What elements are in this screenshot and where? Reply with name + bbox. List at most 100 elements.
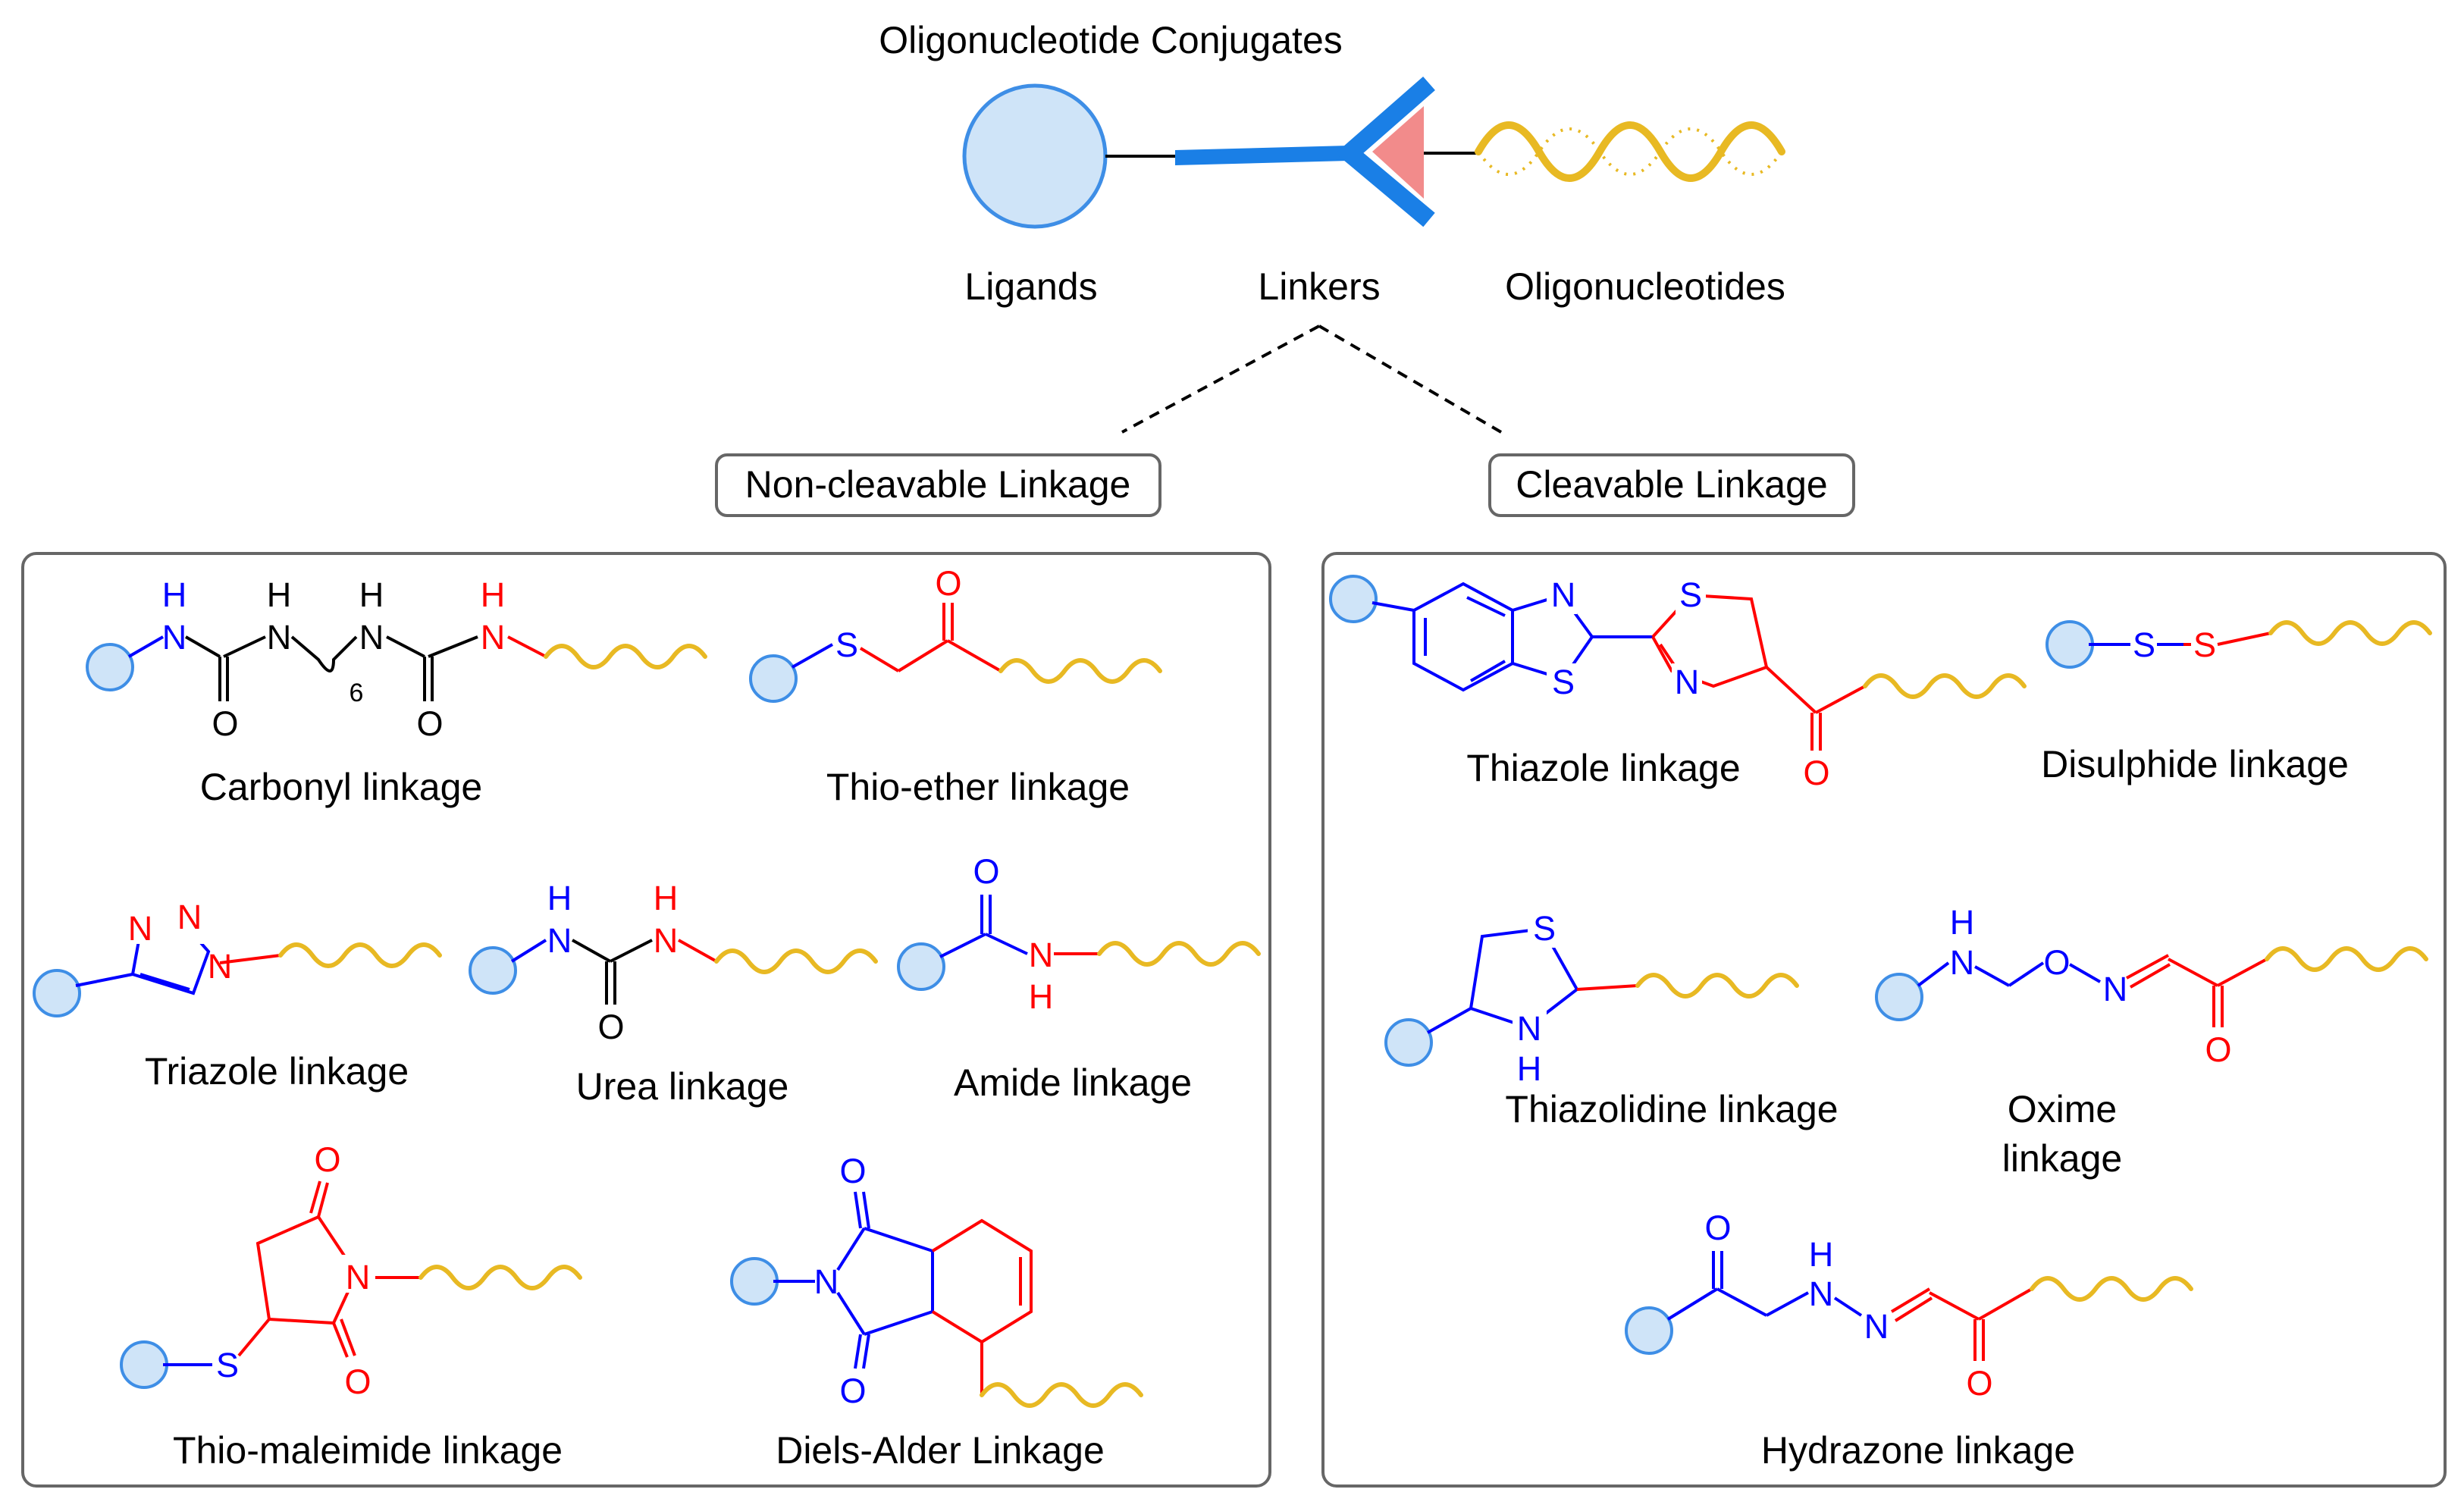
non-cleavable-panel [21,552,1271,1488]
disulphide-linkage-label: Disulphide linkage [2041,743,2349,785]
thiomaleimide-linkage-label: Thio-maleimide linkage [173,1429,563,1472]
atom-n: N [346,1258,371,1296]
diels-alder-linkage-label: Diels-Alder Linkage [776,1429,1105,1472]
hydrazone-linkage-label: Hydrazone linkage [1761,1429,2075,1472]
atom-n: N [1517,1009,1542,1048]
repeat-count: 6 [350,679,364,707]
atom-h: H [1950,903,1975,942]
atom-n: N [1029,936,1054,974]
atom-n: N [1551,575,1576,614]
atom-n: N [814,1262,839,1301]
linkers-label: Linkers [1258,265,1380,308]
dashed-branch-left [1121,324,1320,434]
atom-s: S [2193,625,2216,664]
atom-n: N [1809,1274,1834,1313]
maleimide-label-mask [337,1255,375,1293]
carbonyl-structure [86,635,705,701]
carbonyl-linkage-label: Carbonyl linkage [200,766,482,808]
atom-h: H [1809,1235,1834,1274]
thioether-structure [749,603,1160,703]
atom-n: N [654,921,679,960]
atom-h: H [1029,977,1054,1016]
oxime-label-line2: linkage [2002,1137,2122,1180]
atom-o: O [1803,754,1829,792]
atom-o: O [344,1362,371,1401]
ligands-label: Ligands [964,265,1097,308]
atom-n: N [481,618,506,657]
atom-h: H [1517,1049,1542,1088]
atom-o: O [597,1008,624,1046]
atom-s: S [2133,625,2155,664]
atom-o: O [1966,1364,1992,1403]
atom-o: O [1704,1209,1731,1247]
oxime-label-line1: Oxime [2008,1088,2117,1130]
thioether-linkage-label: Thio-ether linkage [826,766,1130,808]
atom-n: N [162,618,187,657]
thiomaleimide-structure [120,1180,580,1389]
urea-linkage-label: Urea linkage [576,1065,789,1108]
atom-o: O [2043,943,2070,982]
diels-alder-structure [730,1191,1141,1406]
amide-linkage-label: Amide linkage [954,1061,1192,1104]
thiazole-mask [1547,663,1577,701]
urea-structure [469,939,876,1005]
diagram-title: Oligonucleotide Conjugates [879,19,1343,61]
atom-n: N [1675,663,1700,701]
atom-o: O [839,1372,866,1410]
non-cleavable-category-label: Non-cleavable Linkage [745,463,1131,506]
linker-bar [1175,146,1350,165]
atom-n: N [1864,1307,1889,1346]
atom-o: O [935,564,961,603]
atom-h: H [654,879,679,917]
oxime-structure [1875,948,2426,1027]
atom-n: N [2103,970,2128,1008]
atom-n: N [267,618,292,657]
atom-h: H [267,575,292,614]
amide-structure [897,895,1259,991]
triazole-linkage-label: Triazole linkage [145,1050,409,1093]
thiazolidine-structure [1384,926,1797,1067]
cleavable-panel [1321,552,2447,1488]
atom-o: O [2205,1030,2231,1069]
thiazolidine-mask [1513,1008,1547,1046]
atom-o: O [839,1152,866,1190]
atom-s: S [216,1346,239,1384]
atom-h: H [547,879,572,917]
cleavable-category-label: Cleavable Linkage [1516,463,1827,506]
thiazole-mask [1672,663,1702,701]
thiazole-mask [1547,576,1577,614]
atom-s: S [1533,909,1556,948]
atom-n: N [1950,943,1975,982]
atom-h: H [359,575,384,614]
cleavable-category-box [1488,453,1855,517]
atom-o: O [314,1140,340,1179]
thiazolidine-mask [1528,910,1562,948]
atom-o: O [973,852,999,891]
triazole-label-mask [121,906,212,944]
atom-n: N [208,947,233,986]
non-cleavable-category-box [715,453,1161,517]
thiazole-linkage-label: Thiazole linkage [1466,747,1740,789]
linker-fork [1335,76,1435,227]
atom-h: H [481,575,506,614]
atom-n: N [177,898,202,936]
thiazole-mask [1676,576,1706,614]
atom-s: S [1679,575,1702,614]
atom-o: O [212,704,238,743]
ligand-circle [962,83,1108,229]
atom-n: N [547,921,572,960]
thiazolidine-linkage-label: Thiazolidine linkage [1505,1088,1838,1130]
disulphide-structure [2045,620,2430,669]
dashed-branch-right [1318,324,1503,434]
atom-n: N [359,618,384,657]
atom-o: O [416,704,443,743]
atom-s: S [835,625,858,664]
payload-triangle [1372,106,1424,199]
triazole-structure [33,915,440,1017]
oligonucleotides-label: Oligonucleotides [1505,265,1785,308]
hydrazone-structure [1625,1251,2191,1361]
atom-n: N [128,909,153,948]
oligonucleotide-strand [1475,121,1785,182]
atom-s: S [1552,663,1575,701]
